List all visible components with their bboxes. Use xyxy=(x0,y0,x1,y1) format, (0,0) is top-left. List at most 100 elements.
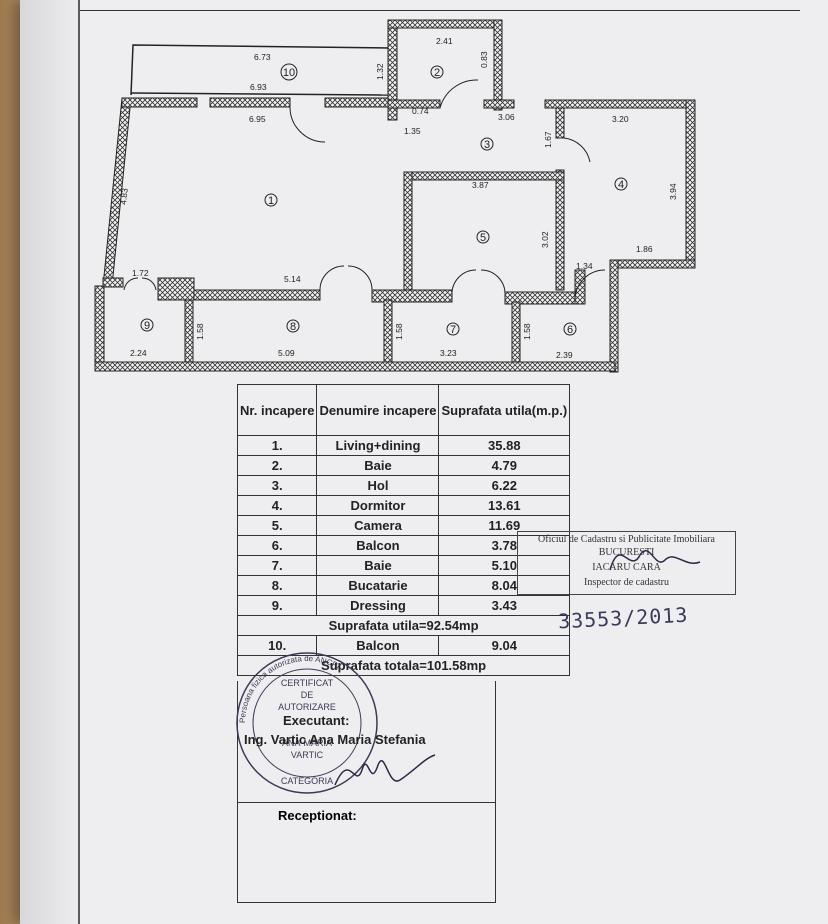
receptionat-label: Receptionat: xyxy=(278,808,357,823)
row-area: 11.69 xyxy=(438,515,571,536)
round-stamp: Persoana fizica autorizata de ANCPI CERT… xyxy=(236,652,378,794)
dimension-labels: 6.73 6.93 1.32 2.41 0.83 0.74 1.35 3.06 … xyxy=(118,36,678,360)
row-name: Camera xyxy=(316,515,440,536)
row-area: 5.10 xyxy=(438,555,571,576)
svg-text:2.39: 2.39 xyxy=(556,350,573,360)
row-name: Dormitor xyxy=(316,495,440,516)
svg-text:8: 8 xyxy=(290,321,296,333)
stamp-line-4: Inspector de cadastru xyxy=(584,577,669,588)
row-nr: 8. xyxy=(236,575,318,596)
svg-text:3.94: 3.94 xyxy=(668,183,678,200)
row-name: Balcon xyxy=(316,635,440,656)
row-name: Living+dining xyxy=(316,435,440,456)
svg-text:0.74: 0.74 xyxy=(412,106,429,116)
room-numbers: 1 2 3 4 5 6 7 8 9 10 xyxy=(140,63,628,336)
page-curl-shadow xyxy=(20,0,82,924)
row-area: 8.04 xyxy=(438,575,571,596)
row-nr: 5. xyxy=(236,515,318,536)
row-area: 9.04 xyxy=(438,635,571,656)
svg-text:6.93: 6.93 xyxy=(250,82,267,92)
row-nr: 3. xyxy=(236,475,318,496)
svg-text:3.02: 3.02 xyxy=(540,231,550,248)
svg-text:3: 3 xyxy=(484,139,490,151)
inspector-signature xyxy=(609,550,701,571)
row-nr: 6. xyxy=(236,535,318,556)
svg-text:1.86: 1.86 xyxy=(636,244,653,254)
row-area: 35.88 xyxy=(438,435,571,456)
executant-label: Executant: xyxy=(283,713,350,728)
row-nr: 1. xyxy=(236,435,318,456)
svg-text:1: 1 xyxy=(268,195,274,207)
header-nr: Nr. incapere xyxy=(236,384,318,436)
executant-box xyxy=(237,681,496,803)
svg-text:2.24: 2.24 xyxy=(130,348,147,358)
stamp-line: VARTIC xyxy=(291,750,324,760)
svg-text:5.09: 5.09 xyxy=(278,348,295,358)
row-area: 4.79 xyxy=(438,455,571,476)
svg-text:5: 5 xyxy=(480,232,486,244)
row-nr: 9. xyxy=(236,595,318,616)
header-name: Denumire incapere xyxy=(316,384,440,436)
binding-line xyxy=(78,0,80,924)
row-name: Hol xyxy=(316,475,440,496)
svg-text:3.20: 3.20 xyxy=(612,114,629,124)
svg-text:2: 2 xyxy=(434,67,440,79)
svg-text:6.73: 6.73 xyxy=(254,52,271,62)
row-nr: 2. xyxy=(236,455,318,476)
svg-text:2.41: 2.41 xyxy=(436,36,453,46)
svg-text:10: 10 xyxy=(283,67,295,79)
rooms-table: Nr. incapere Denumire incapere Suprafata… xyxy=(236,384,571,676)
balcony-10-outline xyxy=(130,44,389,96)
stamp-line: ANA-MARIA xyxy=(282,738,332,748)
svg-text:4.83: 4.83 xyxy=(118,187,130,205)
cadastru-stamp: Oficiul de Cadastru si Publicitate Imobi… xyxy=(517,531,736,595)
row-area: 6.22 xyxy=(438,475,571,496)
stamp-line: CATEGORIA xyxy=(281,776,333,786)
stamp-line-2: BUCURESTI xyxy=(598,547,655,558)
svg-text:1.34: 1.34 xyxy=(576,261,593,271)
svg-text:6: 6 xyxy=(567,324,573,336)
svg-text:4: 4 xyxy=(618,179,624,191)
table-header-row: Nr. incapere Denumire incapere Suprafata… xyxy=(236,384,571,436)
svg-text:1.58: 1.58 xyxy=(394,323,404,340)
svg-text:6.95: 6.95 xyxy=(249,114,266,124)
row-nr: 4. xyxy=(236,495,318,516)
svg-text:5.14: 5.14 xyxy=(284,274,301,284)
row-nr: 10. xyxy=(236,635,318,656)
row-name: Bucatarie xyxy=(316,575,440,596)
svg-text:7: 7 xyxy=(450,324,456,336)
row-name: Baie xyxy=(316,555,440,576)
svg-text:1.58: 1.58 xyxy=(522,323,532,340)
row-area: 3.78 xyxy=(438,535,571,556)
executant-name: Ing. Vartic Ana Maria Stefania xyxy=(244,732,426,747)
svg-text:0.83: 0.83 xyxy=(479,51,489,68)
header-table-edge xyxy=(80,0,800,11)
svg-text:3.87: 3.87 xyxy=(472,180,489,190)
stamp-line-1: Oficiul de Cadastru si Publicitate Imobi… xyxy=(538,534,715,545)
svg-text:1.67: 1.67 xyxy=(543,131,553,148)
row-nr: 7. xyxy=(236,555,318,576)
stamp-line: CERTIFICAT xyxy=(281,678,334,688)
row-name: Dressing xyxy=(316,595,440,616)
walls xyxy=(94,19,696,373)
stamp-line: DE xyxy=(301,690,314,700)
svg-text:1.35: 1.35 xyxy=(404,126,421,136)
header-area: Suprafata utila(m.p.) xyxy=(438,384,571,436)
floor-plan: 6.73 6.93 1.32 2.41 0.83 0.74 1.35 3.06 … xyxy=(94,19,696,373)
row-name: Baie xyxy=(316,455,440,476)
svg-text:1.72: 1.72 xyxy=(132,268,149,278)
row-area: 13.61 xyxy=(438,495,571,516)
stamp-line: AUTORIZARE xyxy=(278,702,336,712)
svg-text:3.23: 3.23 xyxy=(440,348,457,358)
useful-total-row: Suprafata utila=92.54mp xyxy=(236,615,571,636)
svg-text:9: 9 xyxy=(144,320,150,332)
